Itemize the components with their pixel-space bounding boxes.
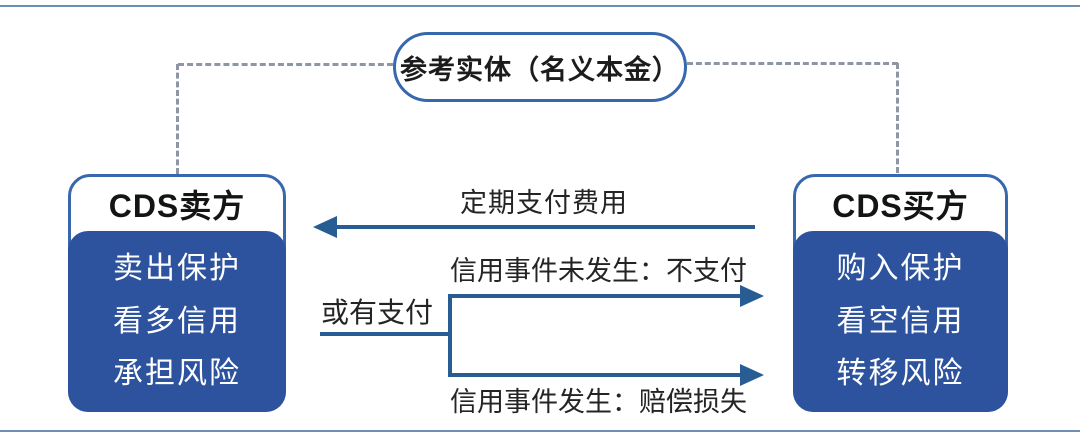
bottom-border-line — [0, 430, 1080, 432]
credit-event-label: 信用事件发生：赔偿损失 — [450, 387, 747, 417]
cds-seller-body: 卖出保护 看多信用 承担风险 — [68, 231, 286, 412]
top-border-line — [0, 5, 1080, 7]
no-credit-event-arrow-line — [450, 294, 742, 298]
buyer-line-1: 购入保护 — [836, 251, 965, 285]
cds-buyer-box: CDS买方 购入保护 看空信用 转移风险 — [793, 174, 1008, 412]
contingent-payment-label: 或有支付 — [321, 297, 434, 328]
dashed-connector-left-vertical — [176, 64, 179, 174]
cds-seller-box: CDS卖方 卖出保护 看多信用 承担风险 — [68, 174, 286, 412]
premium-payment-arrow-line — [333, 225, 755, 229]
reference-entity-node: 参考实体（名义本金） — [393, 32, 687, 102]
cds-seller-title: CDS卖方 — [108, 188, 246, 224]
credit-event-arrowhead-right-icon — [740, 364, 764, 386]
contingent-stem-line — [320, 332, 452, 336]
credit-event-arrow-line — [450, 373, 742, 377]
no-credit-event-label: 信用事件未发生：不支付 — [450, 256, 747, 286]
buyer-line-3: 转移风险 — [836, 357, 965, 391]
no-credit-event-arrowhead-right-icon — [740, 285, 764, 307]
buyer-line-2: 看空信用 — [836, 304, 965, 338]
dashed-connector-left-horizontal — [178, 63, 393, 66]
seller-line-3: 承担风险 — [113, 357, 241, 391]
dashed-connector-right-horizontal — [687, 62, 898, 65]
reference-entity-label: 参考实体（名义本金） — [400, 54, 680, 85]
dashed-connector-right-vertical — [896, 63, 899, 173]
premium-arrowhead-left-icon — [313, 216, 337, 238]
branch-vertical-line — [448, 294, 452, 377]
seller-line-2: 看多信用 — [113, 304, 241, 338]
premium-payment-label: 定期支付费用 — [460, 188, 628, 218]
cds-buyer-title: CDS买方 — [832, 188, 969, 224]
seller-line-1: 卖出保护 — [113, 251, 241, 285]
cds-buyer-body: 购入保护 看空信用 转移风险 — [793, 231, 1008, 412]
